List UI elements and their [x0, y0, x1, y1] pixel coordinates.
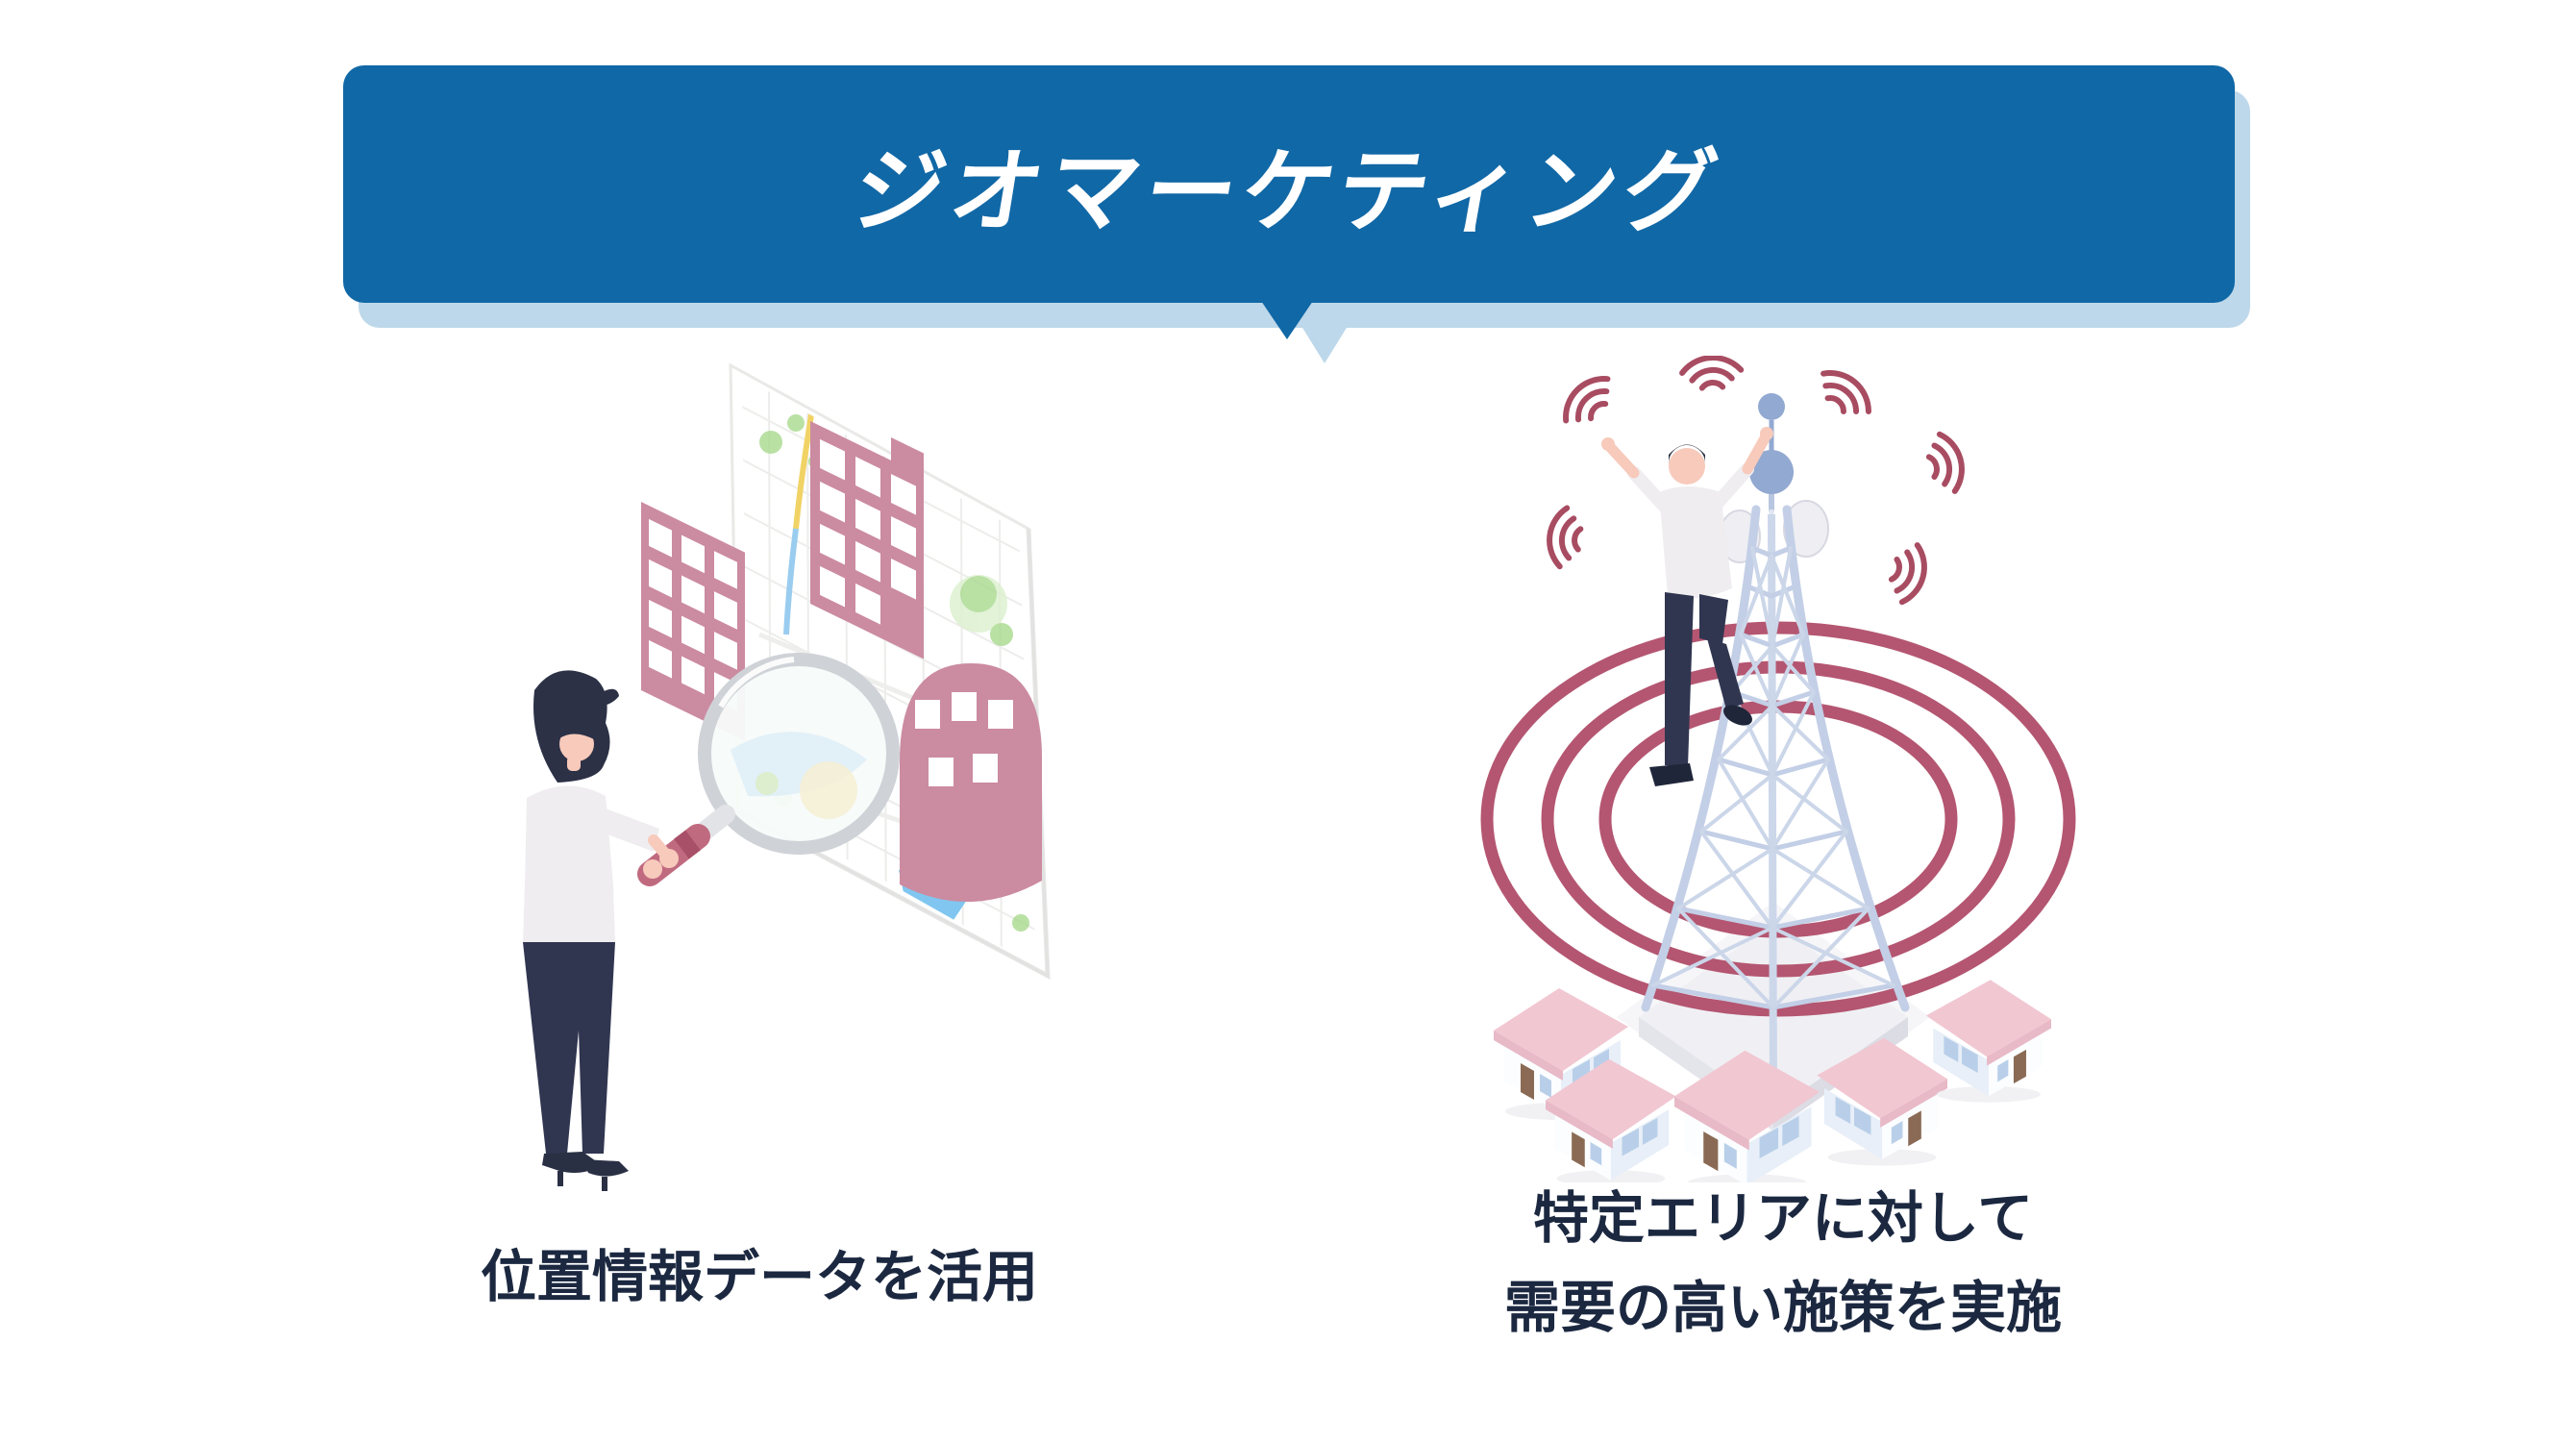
- left-illustration: [413, 346, 1144, 1211]
- map-icon: [641, 362, 1051, 981]
- page-title: ジオマーケティング: [845, 141, 1730, 243]
- woman-figure: [523, 670, 679, 1191]
- signal-rings-icon: [1480, 621, 2076, 1017]
- banner-tail-icon: [1261, 301, 1313, 339]
- man-figure: [1601, 427, 1773, 786]
- building-icon: [810, 421, 924, 659]
- title-banner: ジオマーケティング: [343, 65, 2235, 303]
- antenna-icon: [1719, 393, 1829, 563]
- right-caption-line2: 需要の高い施策を実施: [1503, 1276, 2062, 1339]
- right-caption-line1: 特定エリアに対して: [1532, 1187, 2034, 1250]
- magnifier-icon: [637, 653, 900, 886]
- right-caption: 特定エリアに対して 需要の高い施策を実施: [1413, 1175, 2153, 1354]
- left-caption: 位置情報データを活用: [480, 1246, 1038, 1308]
- building-icon: [900, 663, 1042, 903]
- right-illustration: [1413, 356, 2201, 1182]
- tower-icon: [1641, 505, 1910, 1099]
